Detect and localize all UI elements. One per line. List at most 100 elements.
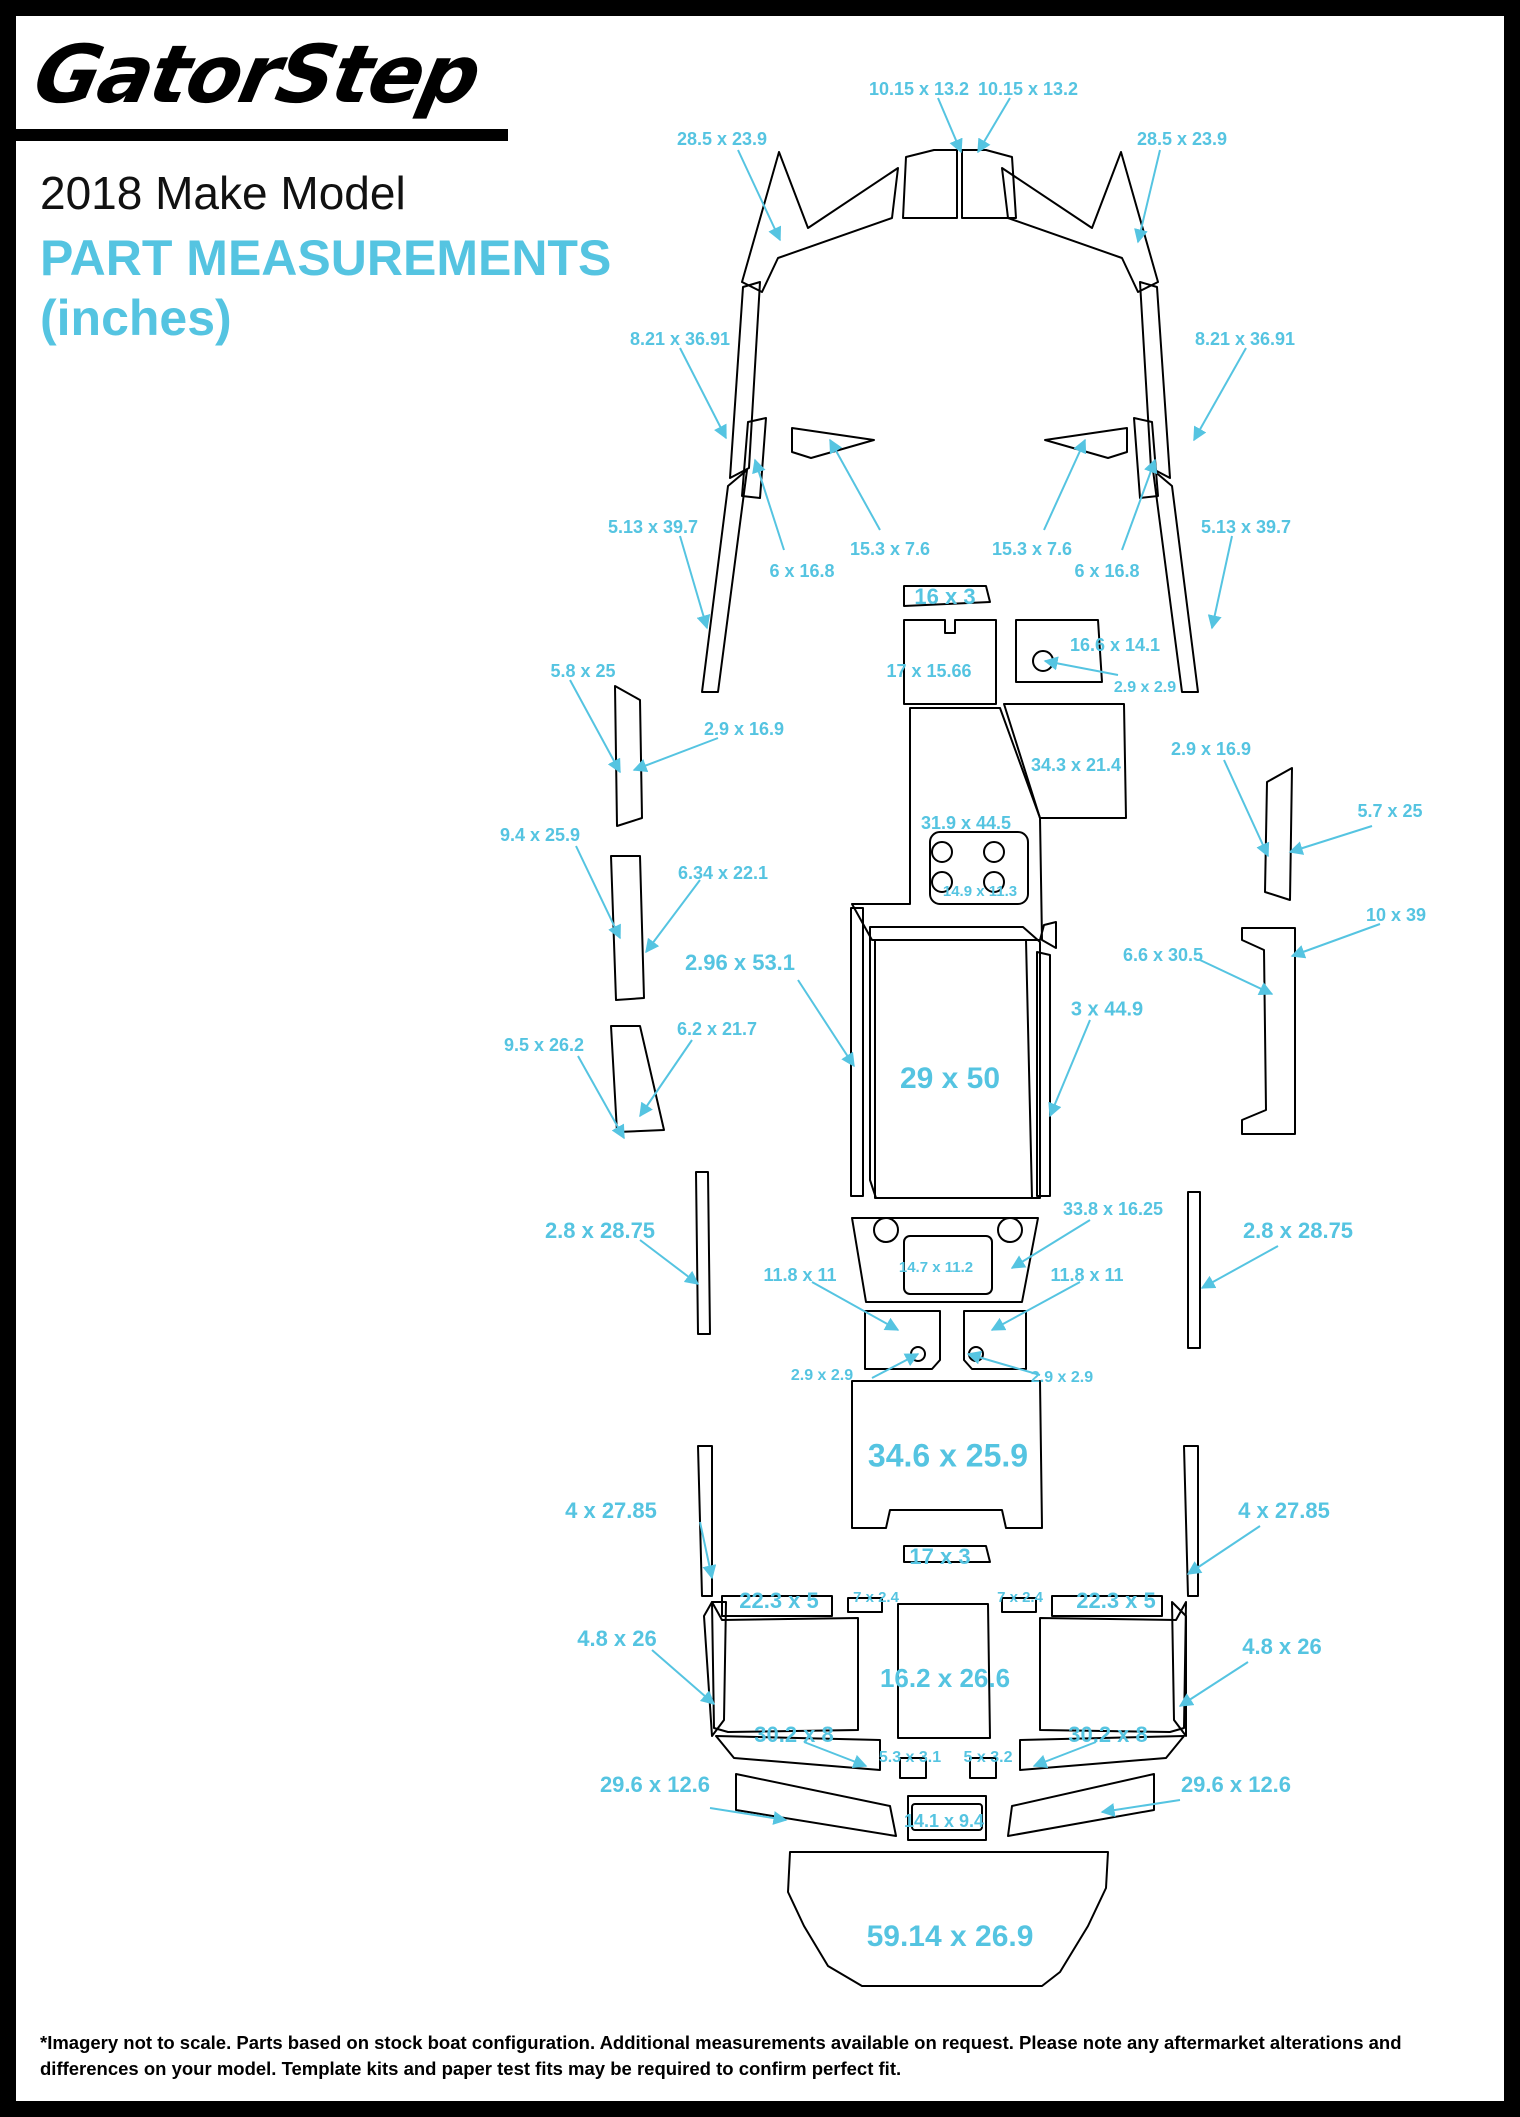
part-measurement-label: 5.3 x 3.1 — [879, 1749, 941, 1766]
model-title: 2018 Make Model — [40, 167, 406, 219]
part-outline-strip-30-left — [715, 1735, 881, 1771]
part-outline-bow-center-left — [902, 149, 958, 219]
part-outline-stern-arc-right — [1039, 1601, 1187, 1733]
leader-arrow — [577, 1055, 625, 1140]
part-measurement-label: 11.8 x 11 — [763, 1265, 836, 1285]
part-measurement-label: 9.4 x 25.9 — [500, 825, 580, 845]
cutout-hole-5 — [873, 1217, 899, 1243]
part-measurement-label: 29.6 x 12.6 — [1181, 1772, 1291, 1797]
cutout-hole-6 — [997, 1217, 1023, 1243]
page-heading: PART MEASUREMENTS — [40, 230, 612, 286]
part-measurement-label: 6 x 16.8 — [1074, 561, 1139, 581]
part-measurement-label: 2.9 x 16.9 — [1171, 739, 1251, 759]
leader-arrow — [829, 438, 881, 531]
part-measurement-label: 8.21 x 36.91 — [630, 329, 730, 349]
part-outline-block-5x3-right — [969, 1757, 997, 1779]
part-outline-strip-28-left — [695, 1171, 711, 1335]
part-measurement-label: 14.9 x 11.3 — [943, 883, 1017, 900]
leader-arrow — [803, 1741, 868, 1768]
leader-arrow — [575, 845, 621, 940]
leader-arrow — [977, 97, 1011, 154]
part-outline-step-29-right — [1007, 1773, 1155, 1837]
lower-hatch-recess — [903, 1235, 993, 1295]
part-outline-pad-94x259 — [610, 855, 645, 1001]
leader-arrow — [1043, 656, 1119, 676]
part-measurement-label: 2.8 x 28.75 — [1243, 1218, 1353, 1243]
part-measurement-label: 4.8 x 26 — [1242, 1634, 1322, 1659]
leader-arrow — [752, 458, 785, 551]
part-measurement-label: 7 x 2.4 — [997, 1589, 1044, 1606]
leader-arrow — [937, 97, 963, 154]
part-measurement-label: 11.8 x 11 — [1050, 1265, 1123, 1285]
part-outline-stern-strip-right — [1183, 1445, 1199, 1597]
part-measurement-label: 5.13 x 39.7 — [1201, 517, 1291, 537]
part-measurement-label: 2.9 x 2.9 — [1114, 679, 1176, 696]
part-measurement-label: 28.5 x 23.9 — [1137, 129, 1227, 149]
part-outline-panel-34x21 — [1003, 703, 1127, 819]
leader-arrow — [645, 879, 701, 954]
part-measurement-label: 6 x 16.8 — [769, 561, 834, 581]
part-outline-top-right-panel — [1001, 151, 1159, 293]
part-outline-main-floor — [851, 707, 1057, 949]
part-measurement-label: 6.2 x 21.7 — [677, 1019, 757, 1039]
part-measurement-label: 29 x 50 — [900, 1062, 1000, 1095]
part-measurement-label: 29.6 x 12.6 — [600, 1772, 710, 1797]
part-measurement-label: 5.8 x 25 — [550, 661, 615, 681]
part-measurement-label: 34.6 x 25.9 — [868, 1437, 1028, 1473]
part-outline-panel-33x16 — [851, 1217, 1039, 1303]
part-measurement-label: 9.5 x 26.2 — [504, 1035, 584, 1055]
part-measurement-label: 2.9 x 2.9 — [791, 1367, 853, 1384]
leader-arrow — [966, 1350, 1041, 1376]
disclaimer-text: *Imagery not to scale. Parts based on st… — [40, 2032, 1402, 2079]
part-outline-bow-side-right-lower — [1152, 469, 1199, 693]
leader-arrow — [990, 1281, 1081, 1331]
leader-arrow — [1290, 923, 1381, 959]
part-outline-strip-22-right — [1051, 1595, 1163, 1617]
part-outline-block-5x3-left — [899, 1757, 927, 1779]
part-measurement-label: 2.8 x 28.75 — [545, 1218, 655, 1243]
part-outline-wedge-right — [1044, 427, 1128, 459]
part-outline-panel-11-right — [963, 1310, 1027, 1370]
leader-arrow — [1178, 1661, 1249, 1707]
part-measurement-label: 5.13 x 39.7 — [608, 517, 698, 537]
part-measurement-label: 4.8 x 26 — [577, 1626, 657, 1651]
part-measurement-label: 10.15 x 13.2 — [978, 79, 1078, 99]
leader-arrow — [709, 1807, 788, 1825]
leader-arrow — [639, 1039, 693, 1118]
part-measurement-label: 59.14 x 26.9 — [867, 1920, 1034, 1953]
leader-arrow — [1207, 535, 1233, 630]
logo-underline — [16, 129, 508, 141]
part-measurement-label: 8.21 x 36.91 — [1195, 329, 1295, 349]
leader-arrow — [811, 1281, 900, 1331]
part-measurement-label: 15.3 x 7.6 — [992, 539, 1072, 559]
part-measurement-label: 15.3 x 7.6 — [850, 539, 930, 559]
part-outline-step-center — [907, 1795, 987, 1841]
part-measurement-label: 16.2 x 26.6 — [880, 1663, 1010, 1693]
part-outline-strip-17x3 — [903, 1545, 991, 1563]
part-outline-strip-28-right — [1187, 1191, 1201, 1349]
part-measurement-label: 4 x 27.85 — [1238, 1498, 1330, 1523]
leader-arrow — [639, 1239, 700, 1285]
leader-arrow — [1032, 1741, 1097, 1768]
part-outline-panel-11-left — [864, 1310, 941, 1370]
leader-arrow — [1048, 1019, 1091, 1118]
leader-arrow — [1186, 1525, 1261, 1575]
part-outline-bow-center-right — [961, 149, 1017, 219]
part-measurement-label: 4 x 27.85 — [565, 1498, 657, 1523]
part-measurement-label: 5 x 3.2 — [964, 1749, 1013, 1766]
leader-arrow — [1193, 347, 1247, 442]
leader-arrow — [1043, 438, 1087, 531]
part-outline-strip-7-left — [847, 1597, 883, 1613]
leader-arrow — [1288, 825, 1373, 855]
part-measurement-label: 28.5 x 23.9 — [677, 129, 767, 149]
part-measurement-label: 30.2 x 8 — [1068, 1722, 1148, 1747]
part-measurement-label: 5.7 x 25 — [1357, 801, 1422, 821]
part-measurement-label: 2.9 x 2.9 — [1031, 1369, 1093, 1386]
cutout-hole-1 — [931, 841, 953, 863]
part-outline-wedge-left — [791, 427, 875, 459]
leader-arrow — [1134, 149, 1161, 244]
leader-arrow — [1200, 1245, 1279, 1289]
